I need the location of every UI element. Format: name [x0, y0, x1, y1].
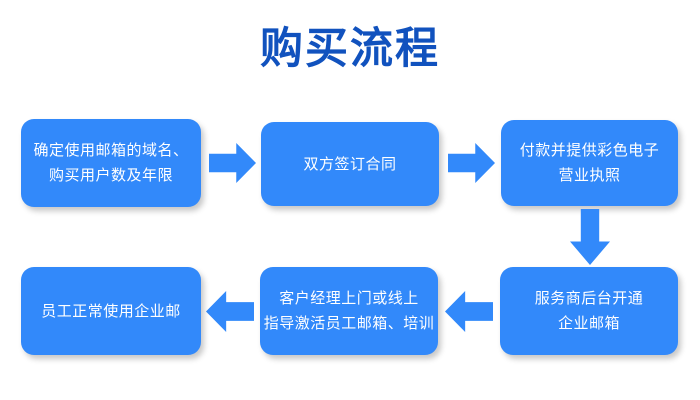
arrow-down-icon-step3-to-step4	[570, 209, 610, 265]
arrow-right-icon-step1-to-step2	[209, 143, 256, 183]
page-title: 购买流程	[260, 24, 440, 74]
process-box-line: 营业执照	[558, 166, 621, 184]
process-box-step-6[interactable]: 员工正常使用企业邮	[21, 267, 201, 355]
process-box-line: 企业邮箱	[557, 314, 620, 332]
process-box-line: 指导激活员工邮箱、培训	[263, 314, 435, 332]
process-box-line: 购买用户数及年限	[48, 166, 173, 184]
process-box-step-1[interactable]: 确定使用邮箱的域名、 购买用户数及年限	[21, 119, 201, 207]
arrow-left-icon-step5-to-step6	[206, 291, 254, 332]
process-box-step-5[interactable]: 客户经理上门或线上 指导激活员工邮箱、培训	[260, 267, 438, 355]
process-box-line: 确定使用邮箱的域名、	[33, 141, 189, 159]
process-box-step-3[interactable]: 付款并提供彩色电子 营业执照	[501, 120, 678, 206]
process-box-line: 服务商后台开通	[534, 289, 644, 307]
arrow-left-icon-step4-to-step5	[445, 291, 493, 332]
process-box-line: 双方签订合同	[303, 154, 397, 173]
process-box-line: 付款并提供彩色电子	[519, 141, 660, 159]
process-box-step-2[interactable]: 双方签订合同	[261, 122, 439, 206]
arrow-right-icon-step2-to-step3	[448, 143, 495, 183]
process-box-step-4[interactable]: 服务商后台开通 企业邮箱	[500, 267, 678, 355]
process-box-line: 客户经理上门或线上	[279, 289, 419, 307]
process-box-line: 员工正常使用企业邮	[41, 301, 181, 320]
